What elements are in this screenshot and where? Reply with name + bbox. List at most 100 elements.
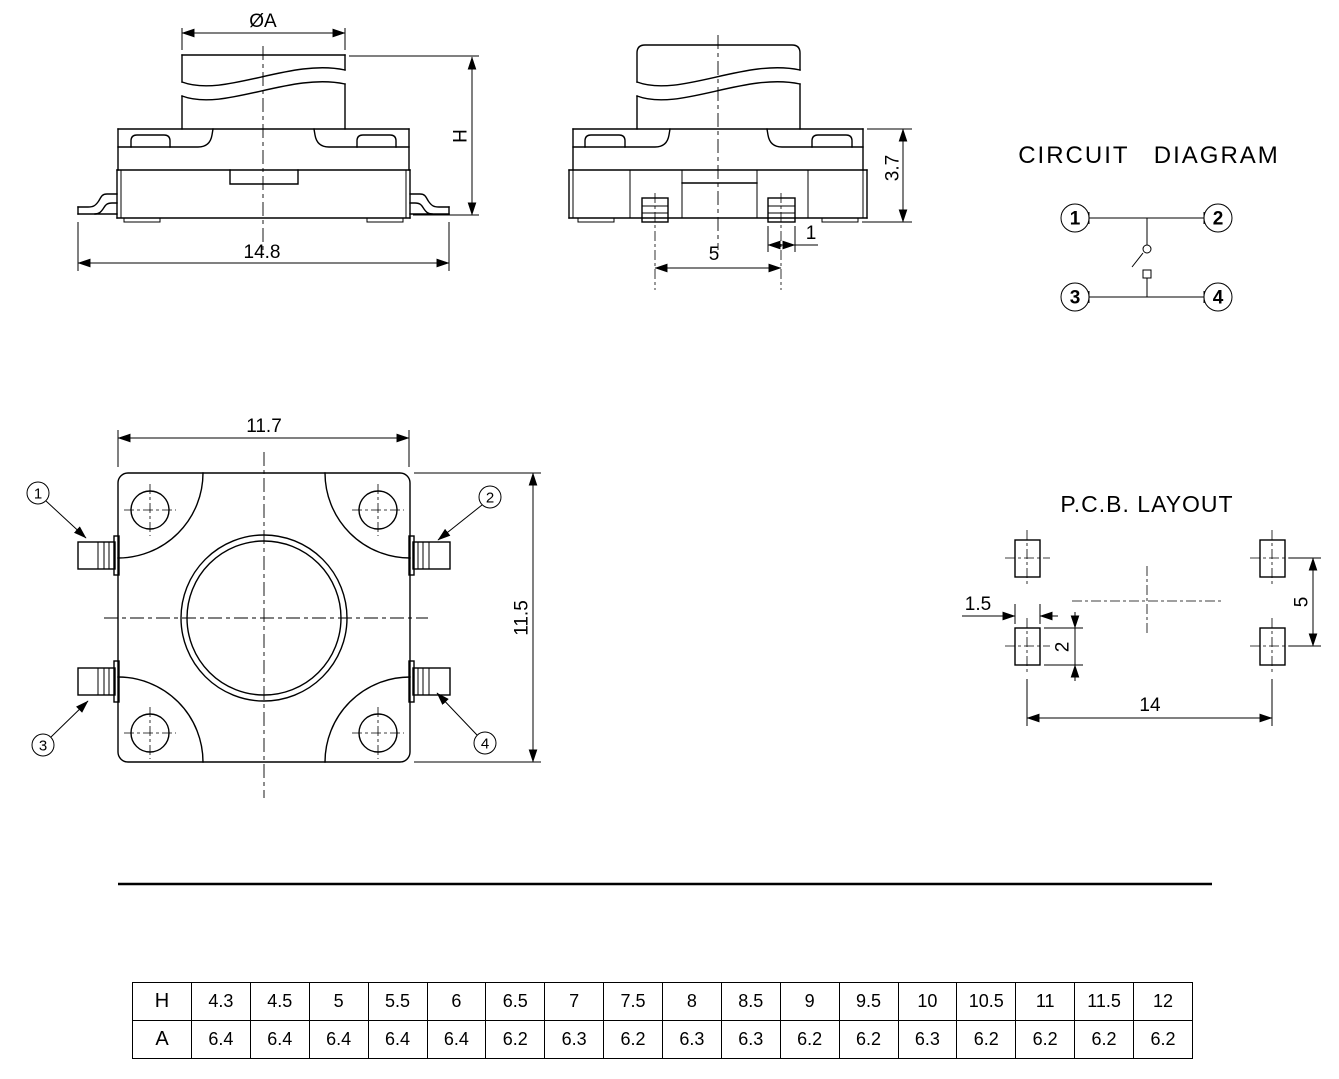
dim-label-14-8: 14.8 — [244, 242, 281, 263]
dim-label-2: 2 — [1053, 642, 1074, 653]
dim-label-11-5: 11.5 — [512, 600, 533, 636]
pcb-dim-col-pitch: 14 — [1026, 679, 1273, 726]
circuit-diagram: CIRCUIT DIAGRAM 1 2 3 4 — [1018, 142, 1280, 312]
pcb-pads — [1005, 530, 1295, 675]
top-dim-width: 11.7 — [117, 416, 410, 467]
callout-4: 4 — [436, 692, 497, 755]
front-dim-diameter: ØA — [181, 11, 346, 50]
dim-label-oa: ØA — [249, 11, 277, 32]
switch-lever — [1131, 252, 1144, 268]
dim-label-11-7: 11.7 — [246, 416, 282, 437]
table-cell: 5.5 — [367, 982, 428, 1021]
table-cell: 6.3 — [662, 1020, 722, 1059]
table-cell: 9.5 — [838, 982, 899, 1021]
side-dim-pin-width: 1 — [767, 223, 818, 252]
front-view: ØA H 14.8 — [77, 11, 479, 271]
dim-label-1: 1 — [806, 223, 817, 244]
dim-label-5-pcb: 5 — [1292, 597, 1313, 608]
table-cell: 6.4 — [191, 1020, 251, 1059]
top-view: 11.7 11.5 1 2 3 4 — [26, 416, 541, 798]
side-view-stem — [636, 44, 801, 130]
side-dim-pin-pitch: 5 — [654, 244, 782, 273]
table-cell: 11.5 — [1074, 982, 1134, 1021]
corner-arc-br — [324, 676, 411, 763]
side-dim-body-height: 3.7 — [862, 128, 912, 223]
top-dim-height: 11.5 — [414, 472, 541, 763]
table-cell: 6.2 — [485, 1020, 546, 1059]
top-view-leads — [77, 535, 451, 703]
dim-label-3-7: 3.7 — [883, 155, 904, 181]
table-cell: 6.4 — [426, 1020, 487, 1059]
terminal-4-label: 4 — [1213, 288, 1224, 309]
corner-arc-bl — [117, 676, 204, 763]
callout-2: 2 — [437, 485, 502, 541]
cover-tab-left — [130, 134, 171, 148]
callout-1-label: 1 — [34, 485, 42, 502]
table-cell: 6.4 — [249, 1020, 310, 1059]
callout-1: 1 — [26, 481, 87, 539]
pcb-dim-pad-height: 2 — [1044, 612, 1083, 681]
table-cell: 8.5 — [720, 982, 781, 1021]
table-cell: 6.2 — [838, 1020, 899, 1059]
table-cell: 6.2 — [1015, 1020, 1076, 1059]
dim-label-5: 5 — [709, 244, 720, 265]
table-cell: 7 — [544, 982, 605, 1021]
front-view-base — [77, 169, 450, 223]
switch-contact-circle — [1142, 244, 1152, 254]
switch-contact-square — [1142, 269, 1152, 279]
foot-pad-left — [123, 217, 161, 223]
table-cell: 6.2 — [1133, 1020, 1193, 1059]
table-cell: 5 — [308, 982, 369, 1021]
side-view: 3.7 5 1 — [568, 35, 912, 290]
gull-wing-lead-left — [77, 193, 118, 215]
gull-wing-lead-right — [409, 193, 450, 215]
cover-tab-right — [356, 134, 397, 148]
table-cell: 6.3 — [544, 1020, 605, 1059]
terminal-3-label: 3 — [1070, 288, 1081, 309]
pcb-layout-title: P.C.B. LAYOUT — [1060, 491, 1233, 517]
terminal-pin-right — [767, 197, 796, 223]
callout-2-label: 2 — [486, 489, 494, 506]
terminal-2-label: 2 — [1213, 209, 1224, 230]
corner-holes — [124, 484, 404, 759]
table-cell: 10.5 — [956, 982, 1017, 1021]
foot-pad-left — [577, 217, 615, 223]
callout-3-label: 3 — [39, 737, 47, 754]
table-cell: 12 — [1133, 982, 1193, 1021]
corner-arc-tr — [324, 472, 411, 559]
dim-label-14: 14 — [1139, 695, 1161, 716]
table-cell: 11 — [1015, 982, 1076, 1021]
table-cell: 8 — [662, 982, 722, 1021]
table-cell: 4.5 — [249, 982, 310, 1021]
table-cell: 6 — [426, 982, 487, 1021]
front-dim-width: 14.8 — [77, 222, 450, 271]
pcb-dim-pad-width: 1.5 — [962, 594, 1058, 624]
foot-pad-right — [366, 217, 404, 223]
dim-label-1-5: 1.5 — [965, 594, 991, 615]
front-dim-height: H — [349, 55, 479, 216]
table-cell: 6.2 — [779, 1020, 840, 1059]
pcb-dim-row-pitch: 5 — [1289, 557, 1321, 647]
base-notch — [229, 169, 299, 185]
table-cell: 6.2 — [1074, 1020, 1134, 1059]
corner-arc-tl — [117, 472, 204, 559]
table-cell: 6.4 — [367, 1020, 428, 1059]
callout-3: 3 — [31, 700, 89, 757]
foot-pad-right — [821, 217, 859, 223]
table-row-header: H — [132, 982, 192, 1021]
cover-tab-left — [584, 134, 626, 148]
side-view-cover — [572, 128, 864, 171]
table-cell: 6.2 — [956, 1020, 1017, 1059]
table-cell: 6.3 — [897, 1020, 958, 1059]
front-view-stem — [181, 54, 346, 130]
table-cell: 6.4 — [308, 1020, 369, 1059]
circuit-diagram-title: CIRCUIT DIAGRAM — [1018, 142, 1280, 169]
table-row-header: A — [132, 1020, 192, 1059]
break-wave-lower — [181, 81, 346, 101]
table-cell: 6.5 — [485, 982, 546, 1021]
break-wave-upper — [181, 67, 346, 87]
